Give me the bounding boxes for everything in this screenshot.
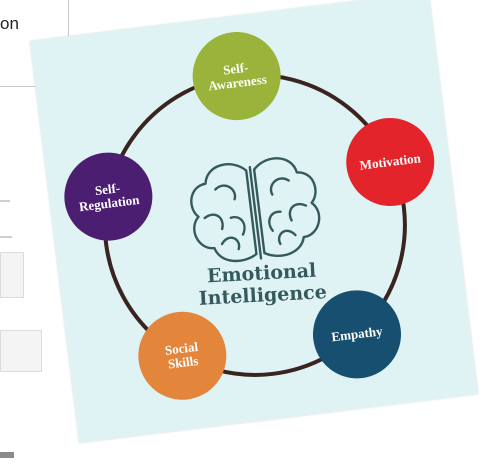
node-self-regulation: [64, 152, 153, 241]
background-text-fragment: [0, 200, 10, 202]
node-social-skills: [138, 311, 227, 400]
background-box: [0, 252, 24, 298]
node-motivation: [346, 117, 435, 206]
background-partial-word: on: [0, 14, 19, 33]
emotional-intelligence-diagram: Self- Awareness Motivation Empathy Socia…: [29, 0, 479, 443]
background-text-fragment: [0, 452, 14, 458]
node-empathy: [313, 290, 402, 379]
node-self-awareness: [192, 32, 281, 121]
background-table-row: on: [0, 0, 68, 87]
brain-icon: [190, 157, 321, 263]
diagram-graphics: [64, 32, 435, 400]
background-text-fragment: [0, 236, 12, 238]
background-box: [0, 330, 42, 372]
